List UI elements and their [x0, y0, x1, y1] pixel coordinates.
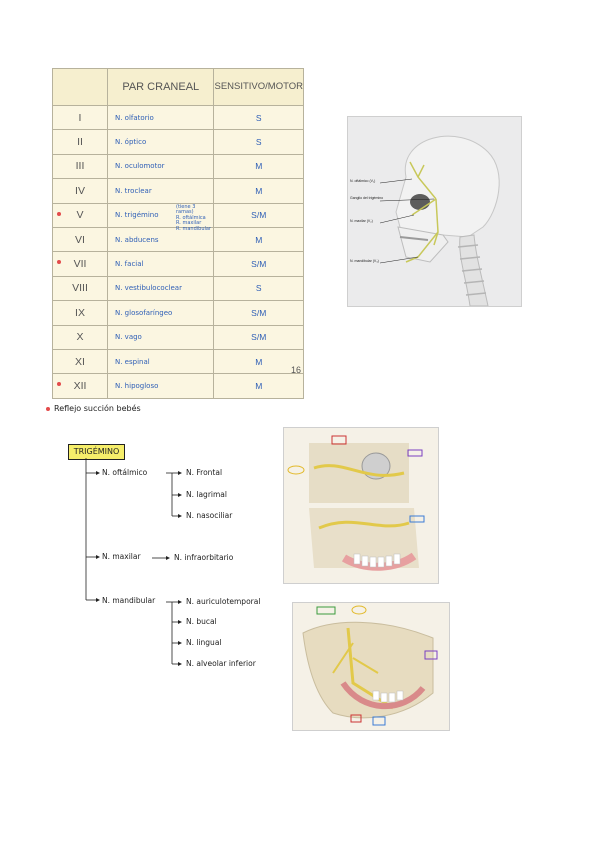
red-mark-icon — [57, 382, 61, 387]
cell-nerve-type: M — [213, 373, 304, 399]
nerve-name-text: N. óptico — [115, 138, 147, 147]
nerve-number-text: III — [75, 160, 85, 173]
cell-nerve-name: N. vestibulococlear — [106, 275, 215, 302]
tree-mand-child-3: N. lingual — [186, 638, 222, 647]
cell-nerve-type: S/M — [213, 324, 304, 350]
nerve-number-text: V — [76, 209, 84, 222]
cell-nerve-number: IV — [52, 178, 108, 204]
nerve-name-text: N. facial — [115, 260, 144, 269]
tree-mandibular: N. mandibular — [102, 596, 156, 605]
trigemino-branch-text: R. oftálmica — [176, 214, 206, 221]
table-header-sensitivo-motor: SENSITIVO/MOTOR — [213, 68, 304, 106]
cell-nerve-name: N. facial — [106, 251, 215, 277]
nerve-name-text: N. abducens — [115, 235, 159, 244]
tree-oftalmico: N. oftálmico — [102, 468, 148, 477]
label-oftalmico: N. oftálmico (V₁) — [350, 179, 375, 183]
cranial-nerve-table: PAR CRANEAL SENSITIVO/MOTOR I N. olfatori… — [52, 68, 304, 399]
cell-nerve-number: II — [52, 129, 108, 155]
table-row: X N. vago S/M — [52, 324, 304, 350]
nerve-name-text: N. vago — [115, 333, 142, 342]
red-mark-icon — [57, 260, 61, 265]
bullet-red-dot — [46, 406, 50, 411]
tree-maxilar: N. maxilar — [102, 552, 141, 561]
cell-nerve-type: M — [213, 348, 304, 375]
label-mandibular: N. mandibular (V₃) — [350, 259, 379, 263]
cell-nerve-number: IX — [52, 300, 108, 326]
maxilla-illustration — [284, 428, 438, 583]
skull-illustration: N. oftálmico (V₁) Ganglio del trigémino … — [348, 117, 521, 306]
nerve-name-text: N. espinal — [115, 357, 150, 366]
reflex-note: Reflejo succión bebés — [46, 404, 141, 413]
nerve-number-text: IV — [75, 184, 85, 197]
nerve-number-text: VI — [75, 233, 85, 246]
nerve-name-text: N. vestibulococlear — [115, 284, 182, 293]
tree-mand-child-1: N. auriculotemporal — [186, 597, 261, 606]
nerve-name-text: N. hipogloso — [115, 381, 159, 390]
anatomy-image-maxilla — [283, 427, 439, 584]
table-header-num — [52, 68, 108, 106]
nerve-number-text: XI — [75, 355, 85, 368]
cell-nerve-number: III — [52, 153, 108, 180]
trigemino-branch-text: (tiene 3 ramas) — [176, 203, 196, 216]
nerve-number-text: X — [76, 331, 84, 344]
red-mark-icon — [57, 211, 61, 216]
cell-nerve-type: S — [213, 275, 304, 302]
cell-nerve-type: S — [213, 104, 304, 131]
nerve-name-text: N. glosofaríngeo — [115, 308, 173, 317]
tree-oft-child-3: N. nasociliar — [186, 511, 233, 520]
cell-nerve-name: N. espinal — [106, 348, 215, 375]
cell-nerve-type: S/M — [213, 251, 304, 277]
trigemino-branch-text: R. maxilar — [176, 220, 202, 227]
table-row: VIII N. vestibulococlear S — [52, 275, 304, 302]
cell-nerve-number: VI — [52, 226, 108, 253]
table-header-par-craneal: PAR CRANEAL — [106, 68, 215, 106]
cell-nerve-number: XI — [52, 348, 108, 375]
table-row: I N. olfatorio S — [52, 104, 304, 131]
tree-max-child: N. infraorbitario — [174, 553, 234, 562]
cell-nerve-number: I — [52, 104, 108, 131]
cell-nerve-name: N. glosofaríngeo — [106, 300, 215, 326]
tree-mand-child-2: N. bucal — [186, 617, 217, 626]
reflex-note-text: Reflejo succión bebés — [54, 404, 141, 413]
table-row: II N. óptico S — [52, 129, 304, 155]
nerve-number-text: II — [77, 136, 83, 149]
label-maxilar: N. maxilar (V₂) — [350, 219, 373, 223]
cell-nerve-number: VII — [52, 251, 108, 277]
table-row: VII N. facial S/M — [52, 251, 304, 277]
tree-root-trigemino: TRIGÉMINO — [68, 444, 125, 460]
cell-nerve-type: M — [213, 153, 304, 180]
label-ganglio: Ganglio del trigémino — [350, 196, 383, 200]
table-row: IX N. glosofaríngeo S/M — [52, 300, 304, 326]
table-header-row: PAR CRANEAL SENSITIVO/MOTOR — [52, 68, 304, 106]
cell-nerve-type: S/M — [213, 300, 304, 326]
cell-nerve-number: X — [52, 324, 108, 350]
tree-oft-child-2: N. lagrimal — [186, 490, 227, 499]
nerve-number-text: VII — [73, 258, 87, 271]
cell-nerve-type: S — [213, 129, 304, 155]
cell-nerve-name: N. hipogloso — [106, 373, 215, 399]
nerve-name-text: N. trigémino — [115, 211, 159, 220]
nerve-name-text: N. oculomotor — [115, 162, 165, 171]
nerve-number-text: XII — [73, 379, 87, 392]
skull-trigeminal-image: N. oftálmico (V₁) Ganglio del trigémino … — [347, 116, 522, 307]
nerve-number-text: IX — [75, 306, 85, 319]
page-number: 16 — [291, 365, 302, 375]
tree-mand-child-4: N. alveolar inferior — [186, 659, 256, 668]
nerve-name-text: N. troclear — [115, 186, 152, 195]
cell-nerve-type: M — [213, 226, 304, 253]
nerve-number-text: VIII — [72, 282, 88, 295]
nerve-name-text: N. olfatorio — [115, 113, 154, 122]
tree-oft-child-1: N. Frontal — [186, 468, 223, 477]
table-row: XI N. espinal M — [52, 348, 304, 375]
table-row: V N. trigémino (tiene 3 ramas)R. oftálmica… — [52, 202, 304, 231]
anatomy-image-mandible — [292, 602, 450, 731]
cell-nerve-type: S/M — [213, 202, 304, 228]
cell-nerve-name: N. vago — [106, 324, 215, 350]
table-row: XII N. hipogloso M — [52, 373, 304, 399]
mandible-illustration — [293, 603, 449, 730]
nerve-number-text: I — [78, 111, 82, 124]
